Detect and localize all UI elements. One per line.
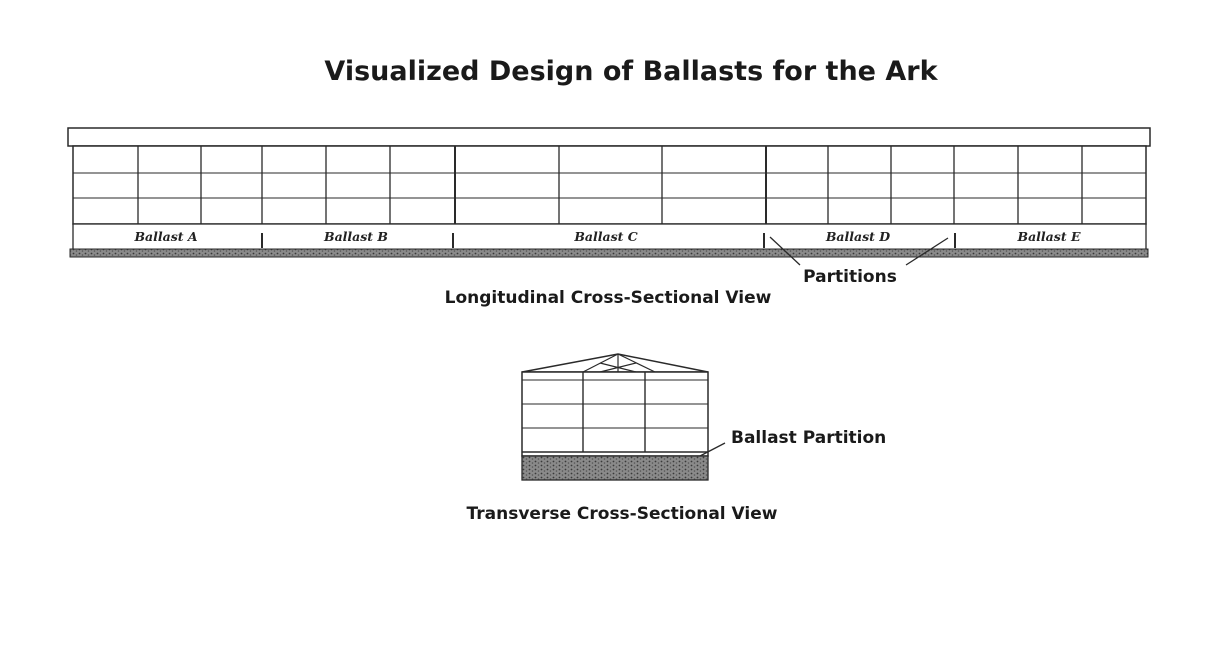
transverse-ballast <box>521 455 709 481</box>
transverse-hull <box>521 371 709 457</box>
ballast-e-label: Ballast E <box>1017 229 1081 244</box>
longitudinal-view: Ballast A Ballast B Ballast C Ballast D … <box>67 127 1151 308</box>
longitudinal-caption: Longitudinal Cross-Sectional View <box>445 288 772 308</box>
diagram-title: Visualized Design of Ballasts for the Ar… <box>324 56 938 87</box>
partitions-label: Partitions <box>803 267 897 287</box>
ballast-a-label: Ballast A <box>133 229 197 244</box>
ballast-partition-label: Ballast Partition <box>731 428 886 448</box>
hull-roof <box>67 127 1151 147</box>
ballast-d-label: Ballast D <box>825 229 890 244</box>
transverse-view: Ballast Partition Transverse Cross-Secti… <box>467 353 886 524</box>
ballast-c-label: Ballast C <box>573 229 637 244</box>
partitions-pointer-left <box>769 236 801 266</box>
roof-truss <box>521 353 709 373</box>
ballast-b-label: Ballast B <box>323 229 388 244</box>
hull-bottom <box>69 248 1149 258</box>
hull-body <box>72 145 1147 225</box>
ballast-partitions <box>261 233 956 248</box>
ballast-partition-pointer <box>699 442 726 457</box>
partitions-pointer-right <box>905 237 949 266</box>
transverse-caption: Transverse Cross-Sectional View <box>467 504 778 524</box>
compartment-walls <box>137 146 1083 224</box>
truss-members <box>582 353 656 373</box>
